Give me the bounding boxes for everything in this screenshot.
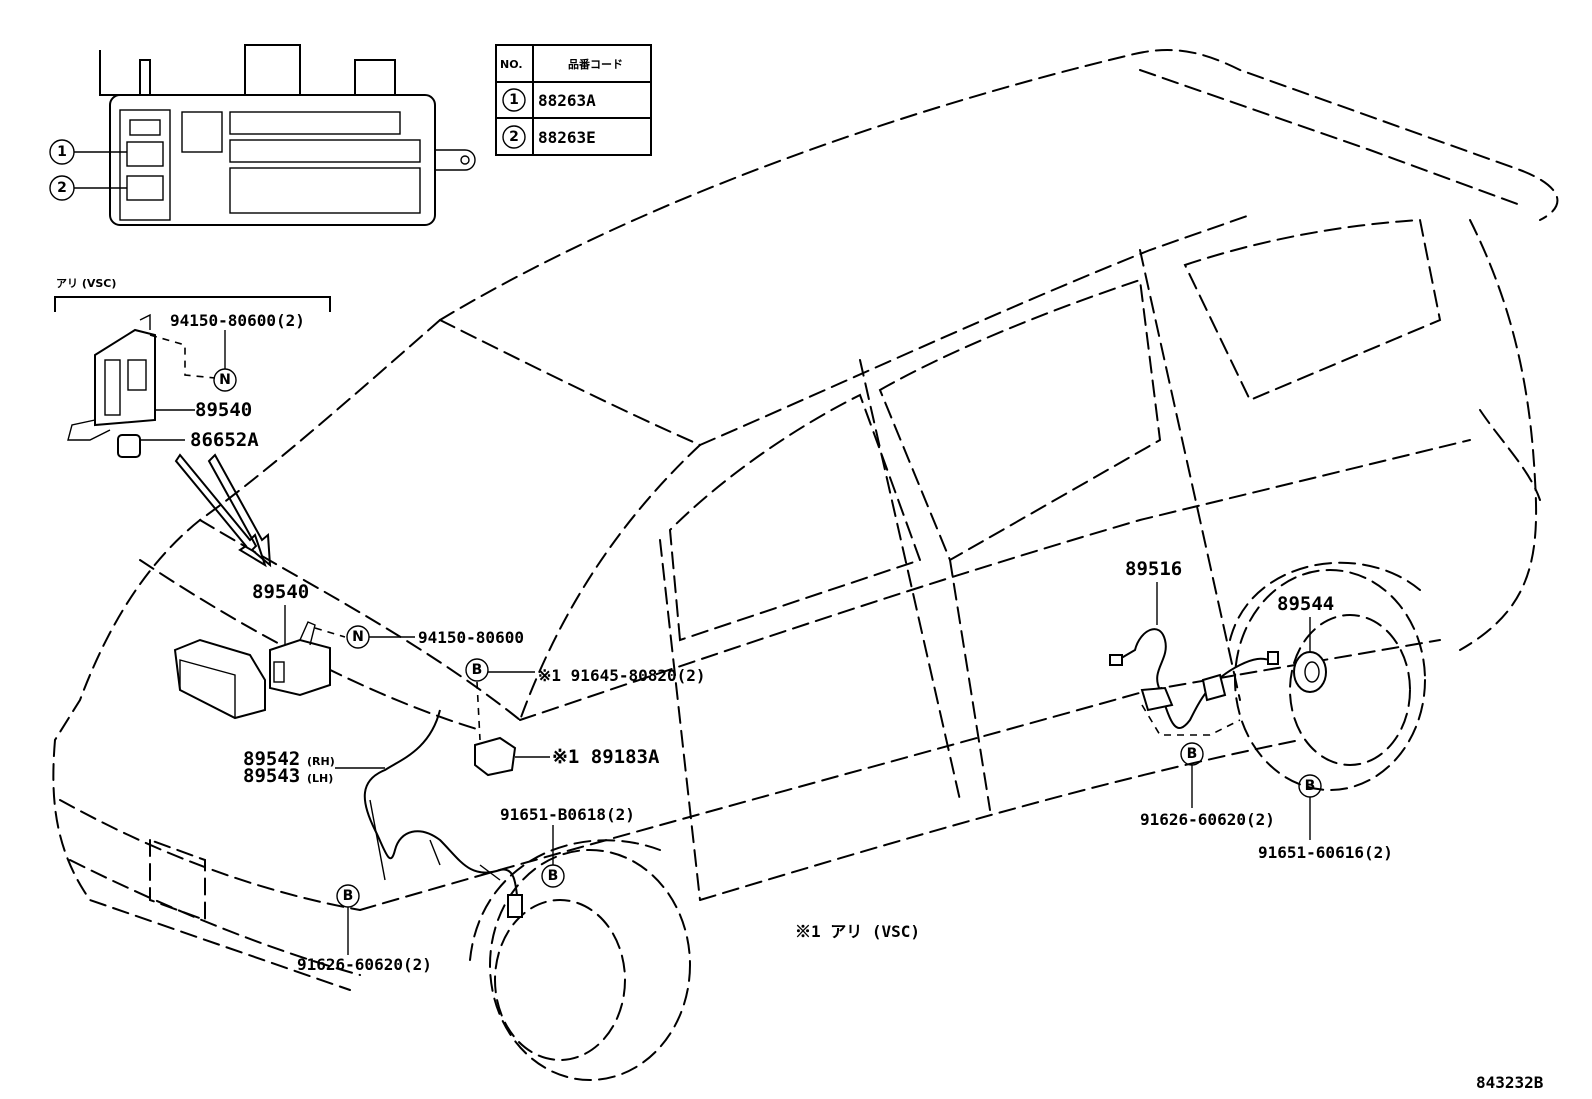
label-89516: 89516 (1125, 558, 1182, 580)
front-parts: 89540 N 94150-80600 B ※1 91645-80820(2) … (173, 581, 706, 974)
label-91626-60620-2-rear: 91626-60620(2) (1140, 810, 1275, 829)
svg-text:B: B (343, 888, 354, 904)
svg-text:B: B (548, 868, 559, 884)
label-86652A: 86652A (190, 429, 259, 451)
fuse-callout-2: 2 (49, 175, 127, 201)
fuse-box: 1 2 (49, 44, 476, 226)
label-89183A: ※1 89183A (552, 746, 660, 768)
label-91651-60616-2: 91651-60616(2) (1258, 843, 1393, 862)
svg-text:B: B (1305, 778, 1316, 794)
legend-row-2-no: 2 (509, 129, 519, 145)
label-89542: 89542 (243, 748, 300, 770)
legend-row-1-code: 88263A (538, 91, 596, 110)
label-89543: 89543 (243, 765, 300, 787)
legend-col-code: 品番コード (568, 57, 623, 71)
label-94150-80600-2: 94150-80600(2) (170, 311, 305, 330)
label-91626-60620-2-front: 91626-60620(2) (297, 955, 432, 974)
legend-table: NO. 品番コード 1 88263A 2 88263E (495, 44, 652, 156)
legend-row-1-no: 1 (509, 92, 519, 108)
diagram-id: 843232B (1476, 1073, 1544, 1092)
label-89542-side: (RH) (307, 755, 335, 768)
svg-text:B: B (472, 662, 483, 678)
svg-text:N: N (352, 629, 364, 645)
legend-col-no: NO. (500, 58, 523, 71)
label-89540-vsc: 89540 (195, 399, 252, 421)
label-91645-80820-2: ※1 91645-80820(2) (538, 666, 706, 685)
svg-text:1: 1 (57, 144, 67, 160)
label-91651-B0618-2: 91651-B0618(2) (500, 805, 635, 824)
legend-row-2-code: 88263E (538, 128, 596, 147)
footnote: ※1 アリ (VSC) (795, 922, 920, 941)
label-89543-side: (LH) (307, 772, 333, 785)
vsc-group: アリ (VSC) N 94150-80600(2) 89540 86652A (54, 277, 331, 568)
vehicle-outline (52, 49, 1559, 1081)
label-89540: 89540 (252, 581, 309, 603)
svg-text:N: N (219, 372, 231, 388)
fuse-callout-1: 1 (49, 139, 127, 165)
vsc-header: アリ (VSC) (56, 277, 116, 290)
label-94150-80600: 94150-80600 (418, 628, 524, 647)
svg-text:B: B (1187, 746, 1198, 762)
svg-text:2: 2 (57, 180, 67, 196)
label-89544: 89544 (1277, 593, 1334, 615)
rear-parts: 89516 89544 B 91626-60620(2) B 91651-606… (1109, 558, 1393, 862)
